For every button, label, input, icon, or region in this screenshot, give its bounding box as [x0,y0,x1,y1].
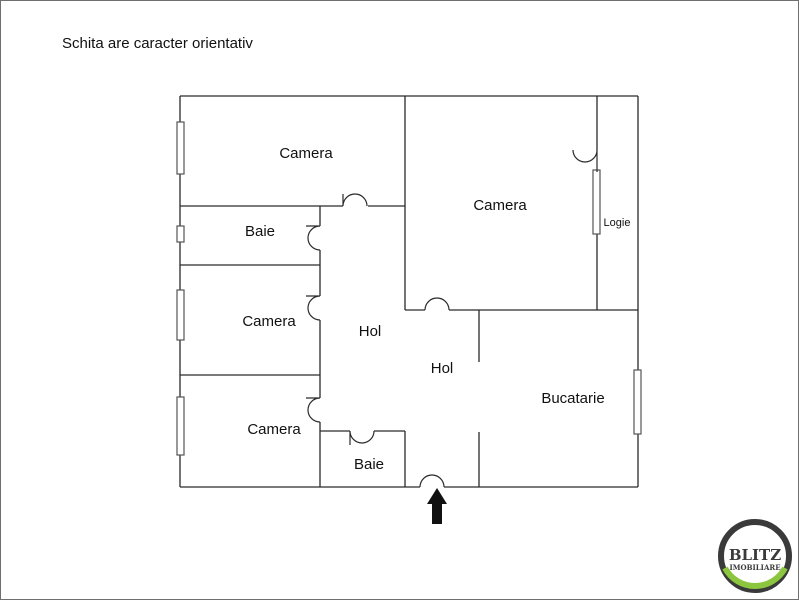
room-label-hol-center: Hol [431,360,454,377]
door-logie [572,149,598,172]
room-label-baie-upper: Baie [245,223,275,240]
logo-brand: BLITZ [729,546,781,564]
window-camera-bottom [176,396,185,456]
disclaimer-note: Schita are caracter orientativ [62,35,253,52]
window-camera-mid [176,289,185,341]
windows [176,121,642,456]
window-camera-top [176,121,185,175]
room-label-hol-left: Hol [359,323,382,340]
room-label-baie-lower: Baie [354,456,384,473]
room-label-camera-bottom-left: Camera [247,421,301,438]
doors [306,149,598,488]
window-logie [592,169,601,235]
room-label-camera-top-left: Camera [279,145,333,162]
entrance-arrow-icon [427,488,447,524]
logo-tagline: IMOBILIARE [729,563,780,572]
door-entrance [419,474,445,488]
room-label-bucatarie: Bucatarie [541,390,604,407]
blitz-logo: BLITZ IMOBILIARE [718,519,792,593]
door-baie-upper [306,225,321,251]
room-label-camera-mid-left: Camera [242,313,296,330]
window-bucatarie [633,369,642,435]
door-baie-lower [349,430,375,445]
door-camera-bottom [306,397,321,423]
room-label-logie: Logie [604,217,631,229]
door-camera-mid [306,295,321,321]
door-camera-right [424,297,450,311]
door-camera-top [342,193,368,207]
window-baie [176,225,185,243]
room-label-camera-top-right: Camera [473,197,527,214]
